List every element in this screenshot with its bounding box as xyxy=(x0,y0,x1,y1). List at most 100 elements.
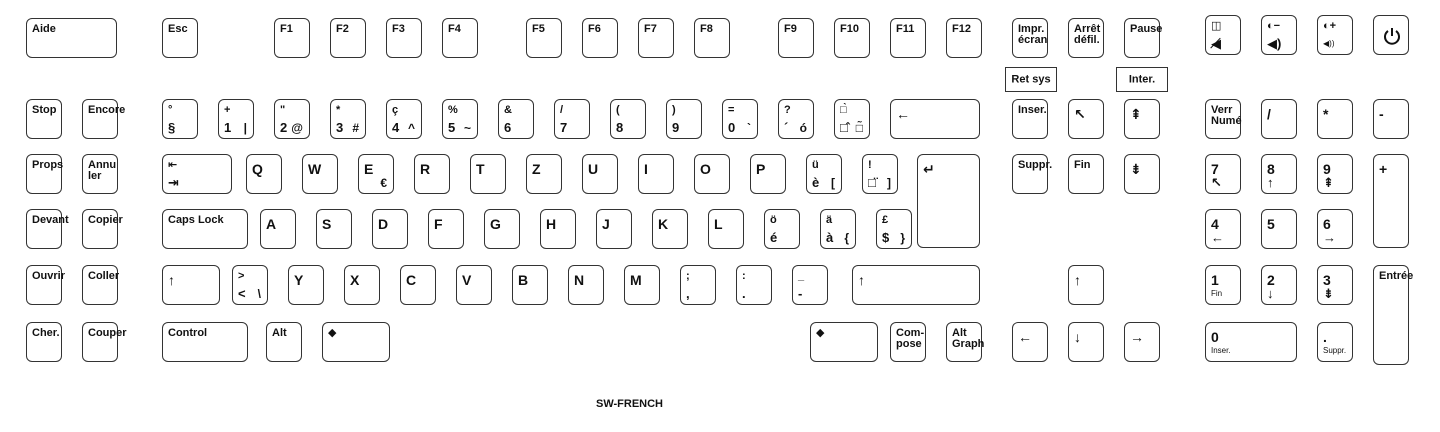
key-ndot[interactable]: .Suppr. xyxy=(1306,314,1364,370)
key-sect[interactable]: °§ xyxy=(151,91,209,147)
key-f6[interactable]: F6 xyxy=(571,10,629,66)
key-nenter[interactable]: Entrée xyxy=(1362,257,1420,373)
key-gt[interactable]: ><\ xyxy=(221,257,279,313)
key-k3[interactable]: *3# xyxy=(319,91,377,147)
key-k1[interactable]: +1| xyxy=(207,91,265,147)
key-f9[interactable]: F9 xyxy=(767,10,825,66)
key-f8[interactable]: F8 xyxy=(683,10,741,66)
key-down[interactable]: ↓ xyxy=(1057,314,1115,370)
key-q[interactable]: Q xyxy=(235,146,293,202)
key-u[interactable]: U xyxy=(571,146,629,202)
key-rmeta[interactable]: ◆ xyxy=(799,314,889,370)
key-kq[interactable]: ?´ó xyxy=(767,91,825,147)
key-n2[interactable]: 2↓ xyxy=(1250,257,1308,313)
key-enter[interactable]: ↵ xyxy=(906,146,991,256)
key-kgrave[interactable]: □̀□̂□̃ xyxy=(823,91,881,147)
key-impr[interactable]: Impr. écran xyxy=(1001,10,1059,66)
key-k6[interactable]: &6 xyxy=(487,91,545,147)
key-inser[interactable]: Inser. xyxy=(1001,91,1059,147)
key-n5[interactable]: 5 xyxy=(1250,201,1308,257)
key-aide[interactable]: Aide xyxy=(15,10,128,66)
key-f3[interactable]: F3 xyxy=(375,10,433,66)
key-semi[interactable]: ;, xyxy=(669,257,727,313)
key-j[interactable]: J xyxy=(585,201,643,257)
key-pound[interactable]: £$} xyxy=(865,201,923,257)
key-w[interactable]: W xyxy=(291,146,349,202)
key-f2[interactable]: F2 xyxy=(319,10,377,66)
key-pgdn[interactable]: ⇟ xyxy=(1113,146,1171,202)
key-power[interactable] xyxy=(1362,7,1420,63)
key-stop[interactable]: Stop xyxy=(15,91,73,147)
key-y[interactable]: Y xyxy=(277,257,335,313)
key-pause[interactable]: Pause xyxy=(1113,10,1171,66)
key-s[interactable]: S xyxy=(305,201,363,257)
key-copier[interactable]: Copier xyxy=(71,201,129,257)
key-caps[interactable]: Caps Lock xyxy=(151,201,259,257)
key-cher[interactable]: Cher. xyxy=(15,314,73,370)
key-f1[interactable]: F1 xyxy=(263,10,321,66)
key-alt[interactable]: Alt xyxy=(255,314,313,370)
key-f12[interactable]: F12 xyxy=(935,10,993,66)
key-g[interactable]: G xyxy=(473,201,531,257)
key-compose[interactable]: Com- pose xyxy=(879,314,937,370)
key-right[interactable]: → xyxy=(1113,314,1171,370)
key-f10[interactable]: F10 xyxy=(823,10,881,66)
key-pgup[interactable]: ⇞ xyxy=(1113,91,1171,147)
key-v[interactable]: V xyxy=(445,257,503,313)
key-f5[interactable]: F5 xyxy=(515,10,573,66)
key-i[interactable]: I xyxy=(627,146,685,202)
key-k7[interactable]: /7 xyxy=(543,91,601,147)
key-home[interactable]: ↖ xyxy=(1057,91,1115,147)
key-f[interactable]: F xyxy=(417,201,475,257)
key-n8[interactable]: 8↑ xyxy=(1250,146,1308,202)
key-n9[interactable]: 9⇞ xyxy=(1306,146,1364,202)
key-z[interactable]: Z xyxy=(515,146,573,202)
key-a[interactable]: A xyxy=(249,201,307,257)
key-devant[interactable]: Devant xyxy=(15,201,73,257)
key-m2[interactable]: ◐−◀) xyxy=(1250,7,1308,63)
key-k9[interactable]: )9 xyxy=(655,91,713,147)
key-annuler[interactable]: Annu ler xyxy=(71,146,129,202)
key-k2[interactable]: "2@ xyxy=(263,91,321,147)
key-l[interactable]: L xyxy=(697,201,755,257)
key-k0[interactable]: =0` xyxy=(711,91,769,147)
key-e[interactable]: E€ xyxy=(347,146,405,202)
key-ndiv[interactable]: / xyxy=(1250,91,1308,147)
key-back[interactable]: ← xyxy=(879,91,991,147)
key-rshift[interactable]: ↑ xyxy=(841,257,991,313)
key-ouvrir[interactable]: Ouvrir xyxy=(15,257,73,313)
key-verr[interactable]: Verr Numé xyxy=(1194,91,1252,147)
key-esc[interactable]: Esc xyxy=(151,10,209,66)
key-h[interactable]: H xyxy=(529,201,587,257)
key-f7[interactable]: F7 xyxy=(627,10,685,66)
key-k[interactable]: K xyxy=(641,201,699,257)
key-d[interactable]: D xyxy=(361,201,419,257)
key-m3[interactable]: ◐+◀)) xyxy=(1306,7,1364,63)
key-left[interactable]: ← xyxy=(1001,314,1059,370)
key-n3[interactable]: 3⇟ xyxy=(1306,257,1364,313)
key-suppr[interactable]: Suppr. xyxy=(1001,146,1059,202)
key-lmeta[interactable]: ◆ xyxy=(311,314,401,370)
key-colon[interactable]: :. xyxy=(725,257,783,313)
key-lshift[interactable]: ↑ xyxy=(151,257,231,313)
key-c[interactable]: C xyxy=(389,257,447,313)
key-excl[interactable]: !□̈] xyxy=(851,146,909,202)
key-r[interactable]: R xyxy=(403,146,461,202)
key-inter[interactable]: Inter. xyxy=(1105,59,1179,100)
key-t[interactable]: T xyxy=(459,146,517,202)
key-nk[interactable]: N xyxy=(557,257,615,313)
key-p[interactable]: P xyxy=(739,146,797,202)
key-props[interactable]: Props xyxy=(15,146,73,202)
key-o[interactable]: O xyxy=(683,146,741,202)
key-f4[interactable]: F4 xyxy=(431,10,489,66)
key-altgr[interactable]: Alt Graph xyxy=(935,314,993,370)
key-arret[interactable]: Arrêt défil. xyxy=(1057,10,1115,66)
key-nmin[interactable]: - xyxy=(1362,91,1420,147)
key-k5[interactable]: %5~ xyxy=(431,91,489,147)
key-x[interactable]: X xyxy=(333,257,391,313)
key-up[interactable]: ↑ xyxy=(1057,257,1115,313)
